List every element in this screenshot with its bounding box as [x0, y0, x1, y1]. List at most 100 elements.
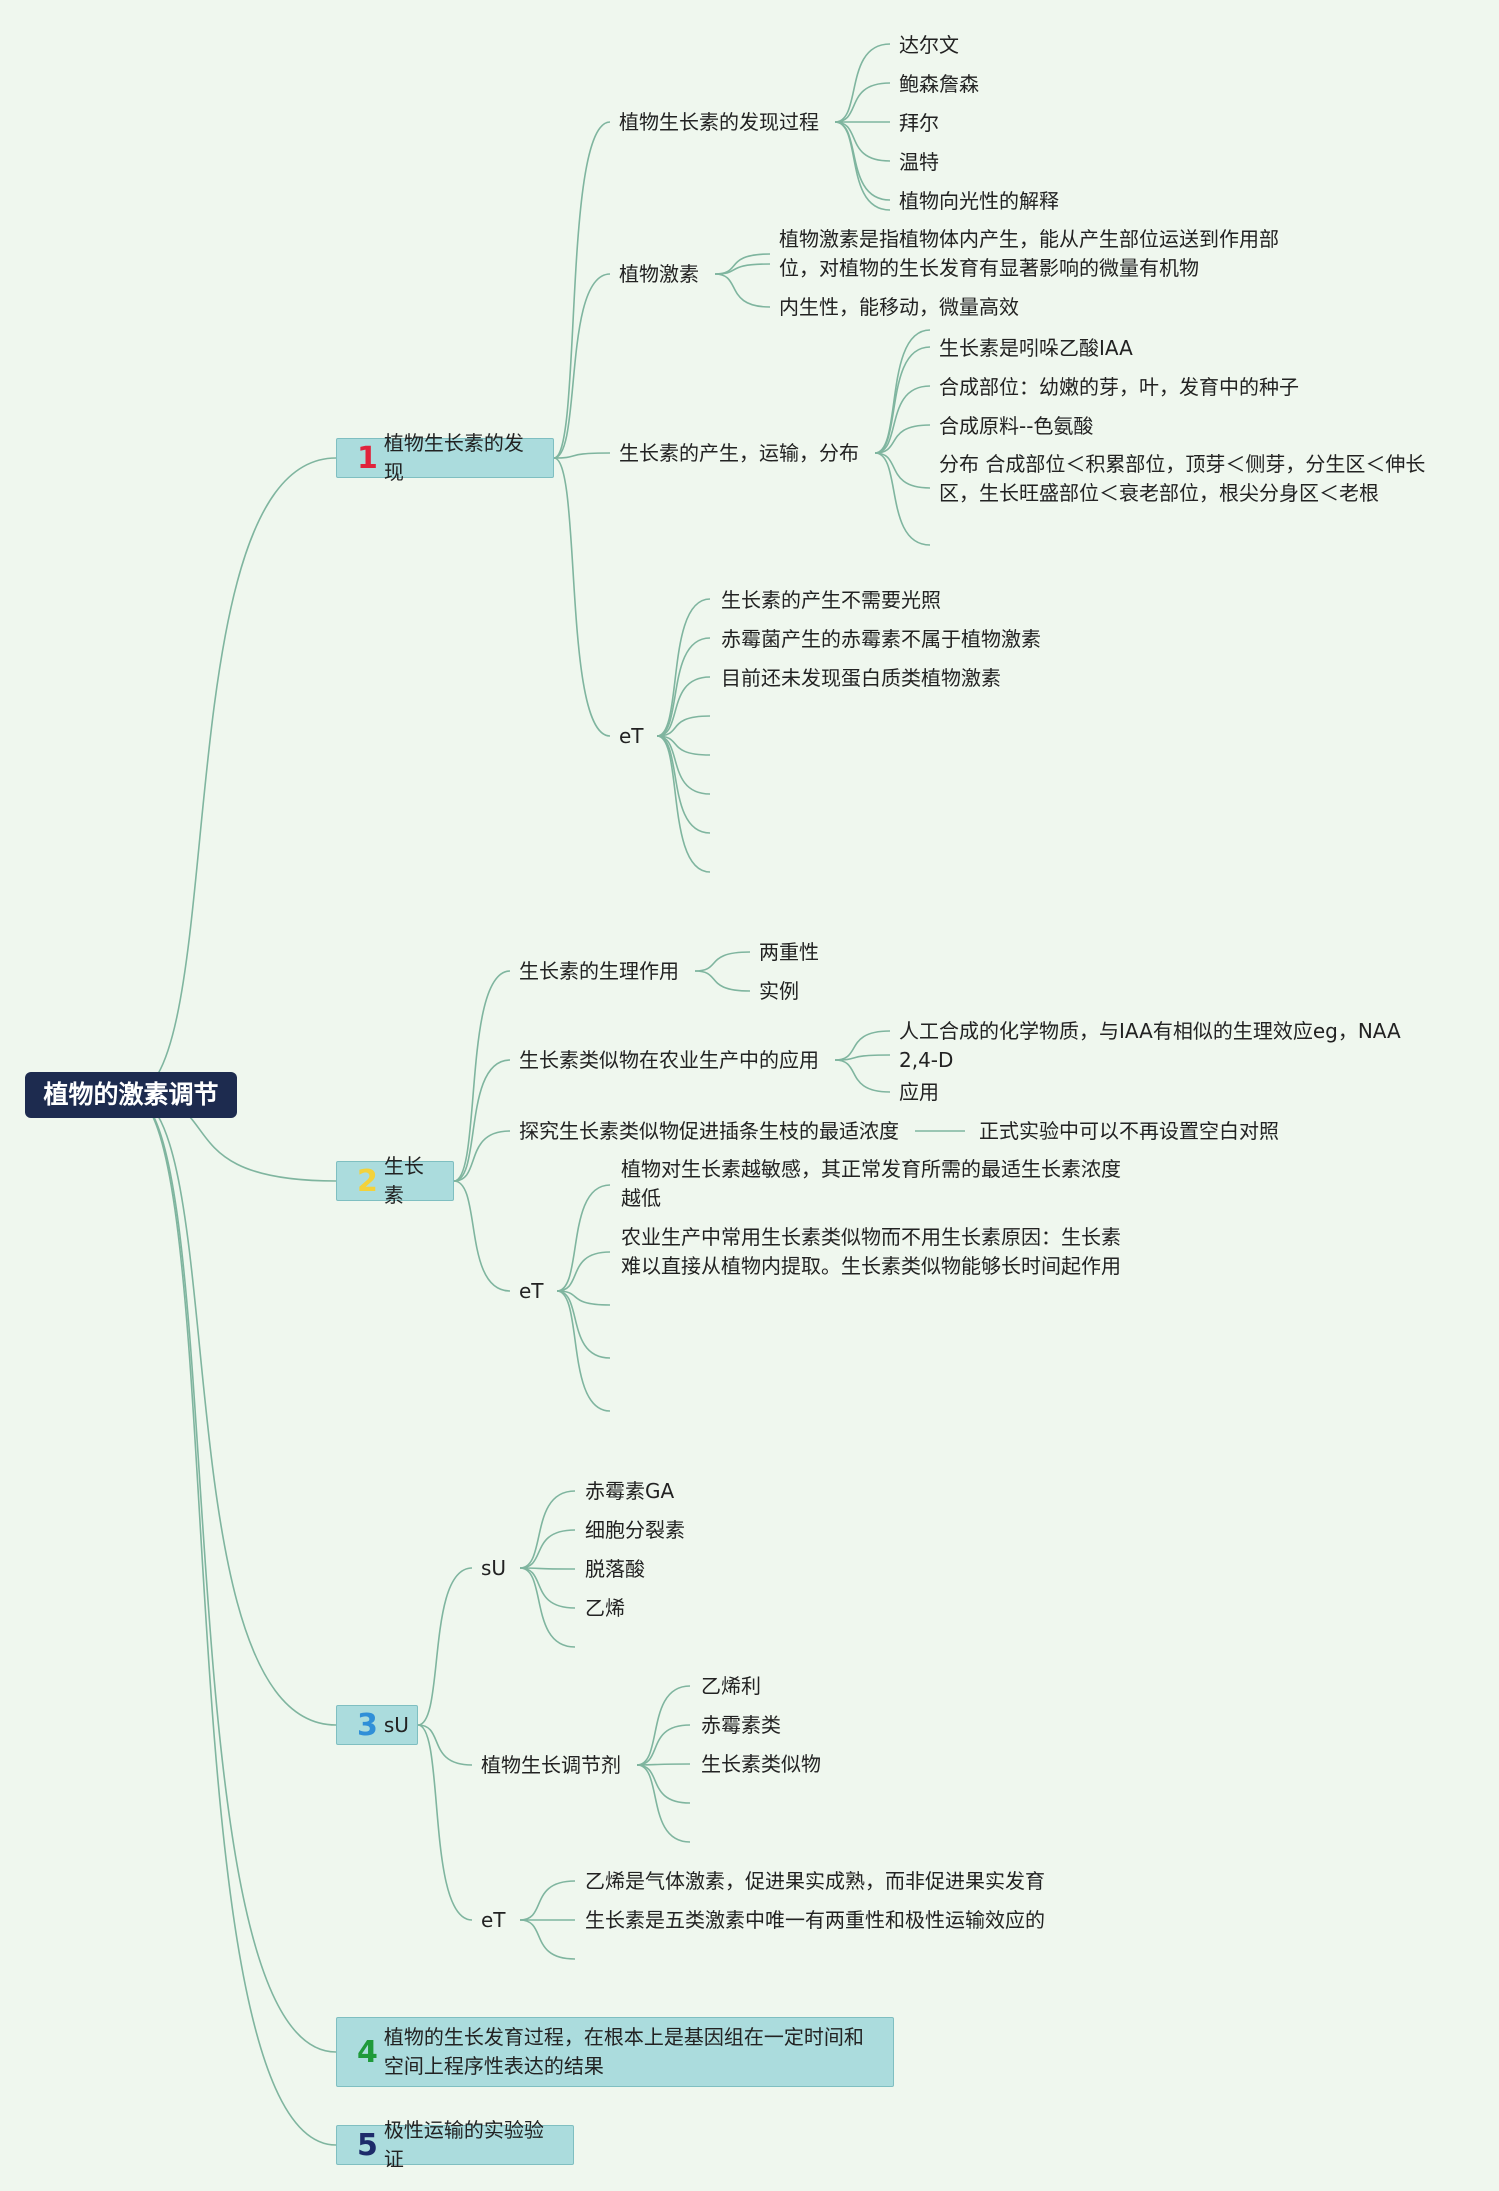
b1-leaf-hormone-traits[interactable]: 内生性，能移动，微量高效 — [779, 295, 1019, 319]
b1-et-link-0 — [656, 598, 711, 737]
branch-1-number: 1 — [357, 440, 378, 476]
branch-4-box[interactable]: 4 植物的生长发育过程，在根本上是基因组在一定时间和空间上程序性表达的结果 — [336, 2017, 894, 2087]
b1-et-link-2 — [656, 676, 711, 737]
b1-production-transport[interactable]: 生长素的产生，运输，分布 — [619, 441, 859, 465]
b1-leaf-synthesis-site[interactable]: 合成部位：幼嫩的芽，叶，发育中的种子 — [939, 375, 1299, 399]
b1-leaf-phototropism[interactable]: 植物向光性的解释 — [899, 189, 1059, 213]
b2-leaf-application[interactable]: 应用 — [899, 1080, 939, 1104]
branch-4-number: 4 — [357, 2034, 378, 2070]
b3-et[interactable]: eT — [481, 1908, 506, 1932]
b2-physiological-effect[interactable]: 生长素的生理作用 — [519, 959, 679, 983]
b2-leaf-synthetic-analog[interactable]: 人工合成的化学物质，与IAA有相似的生理效应eg，NAA 2,4-D — [899, 1019, 1401, 1072]
branch-3-label: sU — [383, 1712, 409, 1737]
b1-link-3 — [553, 457, 611, 737]
b2-et-link-2 — [556, 1290, 611, 1306]
b3-su-link-4 — [519, 1567, 576, 1648]
b1-process-link-3 — [834, 121, 891, 162]
branch-2-label: 生长素 — [383, 1154, 424, 1207]
b2-leaf-sensitivity[interactable]: 植物对生长素越敏感，其正常发育所需的最适生长素浓度越低 — [621, 1157, 1121, 1210]
b1-leaf-no-protein-hormone[interactable]: 目前还未发现蛋白质类植物激素 — [721, 666, 1001, 690]
b1-link-0 — [553, 121, 611, 459]
b1-process-link-5 — [834, 121, 891, 211]
b3-leaf-ethylene[interactable]: 乙烯 — [585, 1596, 625, 1620]
b1-et-link-3 — [656, 715, 711, 737]
branch-2-number: 2 — [357, 1163, 378, 1199]
branch-1-box[interactable]: 1 植物生长素的发现 — [336, 431, 554, 484]
b3-et-link-0 — [519, 1880, 576, 1921]
b1-plant-hormone[interactable]: 植物激素 — [619, 262, 699, 286]
branch-5-label: 极性运输的实验验证 — [383, 2118, 544, 2171]
root-link-0 — [129, 457, 337, 1096]
b3-su-link-2 — [519, 1567, 576, 1570]
b3-su-link-0 — [519, 1490, 576, 1569]
root-link-4 — [129, 1094, 337, 2146]
b1-et-link-5 — [656, 735, 711, 795]
b1-process-link-1 — [834, 82, 891, 123]
b3-su-link-1 — [519, 1529, 576, 1569]
b1-hormone-link-2 — [714, 253, 771, 275]
b2-leaf-examples[interactable]: 实例 — [759, 979, 799, 1003]
b2-optimal-concentration[interactable]: 探究生长素类似物促进插条生枝的最适浓度 — [519, 1119, 899, 1143]
b3-leaf-abscisic-acid[interactable]: 脱落酸 — [585, 1557, 645, 1581]
b1-discovery-process[interactable]: 植物生长素的发现过程 — [619, 110, 819, 134]
b1-leaf-gibberellin-fungus[interactable]: 赤霉菌产生的赤霉素不属于植物激素 — [721, 627, 1041, 651]
b2-link-0 — [453, 970, 511, 1182]
b2-et[interactable]: eT — [519, 1279, 544, 1303]
b1-link-1 — [553, 273, 611, 459]
b2-leaf-analog-reason[interactable]: 农业生产中常用生长素类似物而不用生长素原因：生长素难以直接从植物内提取。生长素类… — [621, 1225, 1121, 1278]
b2-link-2 — [453, 1130, 511, 1182]
b3-leaf-cytokinin[interactable]: 细胞分裂素 — [585, 1518, 685, 1542]
b1-leaf-paal[interactable]: 拜尔 — [899, 111, 939, 135]
b2-link-1 — [453, 1059, 511, 1182]
b3-reg-link-1 — [636, 1724, 691, 1766]
b2-et-link-0 — [556, 1184, 611, 1292]
b3-su[interactable]: sU — [481, 1556, 507, 1580]
b3-leaf-gibberellin[interactable]: 赤霉素GA — [585, 1479, 675, 1503]
b1-hormone-link-1 — [714, 273, 771, 308]
b2-agri-link-1 — [834, 1059, 891, 1093]
b1-leaf-went[interactable]: 温特 — [899, 150, 939, 174]
b1-prod-link-5 — [874, 329, 931, 454]
b2-leaf-no-blank-control[interactable]: 正式实验中可以不再设置空白对照 — [979, 1119, 1279, 1143]
b2-agri-application[interactable]: 生长素类似物在农业生产中的应用 — [519, 1048, 819, 1072]
b3-growth-regulators[interactable]: 植物生长调节剂 — [481, 1753, 621, 1777]
b3-leaf-gibberellins[interactable]: 赤霉素类 — [701, 1713, 781, 1737]
b1-leaf-hormone-definition[interactable]: 植物激素是指植物体内产生，能从产生部位运送到作用部位，对植物的生长发育有显著影响… — [779, 227, 1279, 280]
b1-prod-link-1 — [874, 385, 931, 454]
branch-3-box[interactable]: 3 sU — [336, 1705, 418, 1745]
b3-leaf-ethylene-gas[interactable]: 乙烯是气体激素，促进果实成熟，而非促进果实发育 — [585, 1869, 1045, 1893]
branch-5-box[interactable]: 5 极性运输的实验验证 — [336, 2118, 574, 2171]
b2-phys-link-1 — [694, 970, 751, 992]
b1-et-link-4 — [656, 735, 711, 756]
b3-reg-link-3 — [636, 1764, 691, 1804]
b2-phys-link-0 — [694, 951, 751, 972]
b3-reg-link-0 — [636, 1685, 691, 1766]
b3-leaf-auxin-analogs[interactable]: 生长素类似物 — [701, 1752, 821, 1776]
branch-2-box[interactable]: 2 生长素 — [336, 1154, 454, 1207]
b2-et-link-4 — [556, 1290, 611, 1412]
b3-leaf-auxin-unique[interactable]: 生长素是五类激素中唯一有两重性和极性运输效应的 — [585, 1908, 1045, 1932]
b3-et-link-2 — [519, 1919, 576, 1960]
b1-leaf-darwin[interactable]: 达尔文 — [899, 33, 959, 57]
b3-leaf-ethephon[interactable]: 乙烯利 — [701, 1674, 761, 1698]
branch-4-label: 植物的生长发育过程，在根本上是基因组在一定时间和空间上程序性表达的结果 — [383, 2025, 864, 2078]
b2-link-3 — [453, 1180, 511, 1292]
branch-3-number: 3 — [357, 1707, 378, 1743]
b1-leaf-boysen-jensen[interactable]: 鲍森詹森 — [899, 72, 979, 96]
b1-et-link-1 — [656, 637, 711, 737]
b1-link-2 — [553, 452, 611, 459]
b1-et[interactable]: eT — [619, 724, 644, 748]
b2-leaf-duality[interactable]: 两重性 — [759, 940, 819, 964]
b3-link-0 — [417, 1567, 473, 1726]
b1-leaf-iaa[interactable]: 生长素是吲哚乙酸IAA — [939, 336, 1133, 360]
b1-prod-link-2 — [874, 424, 931, 454]
b1-leaf-distribution[interactable]: 分布 合成部位＜积累部位，顶芽＜侧芽，分生区＜伸长区，生长旺盛部位＜衰老部位，根… — [939, 452, 1426, 505]
b1-leaf-raw-material[interactable]: 合成原料--色氨酸 — [939, 414, 1094, 438]
b1-leaf-no-light[interactable]: 生长素的产生不需要光照 — [721, 588, 941, 612]
b1-prod-link-4 — [874, 452, 931, 546]
root-link-2 — [129, 1094, 337, 1726]
b2-agri-link-2 — [834, 1030, 891, 1061]
branch-1-label: 植物生长素的发现 — [383, 431, 524, 484]
root-topic[interactable]: 植物的激素调节 — [25, 1072, 237, 1118]
